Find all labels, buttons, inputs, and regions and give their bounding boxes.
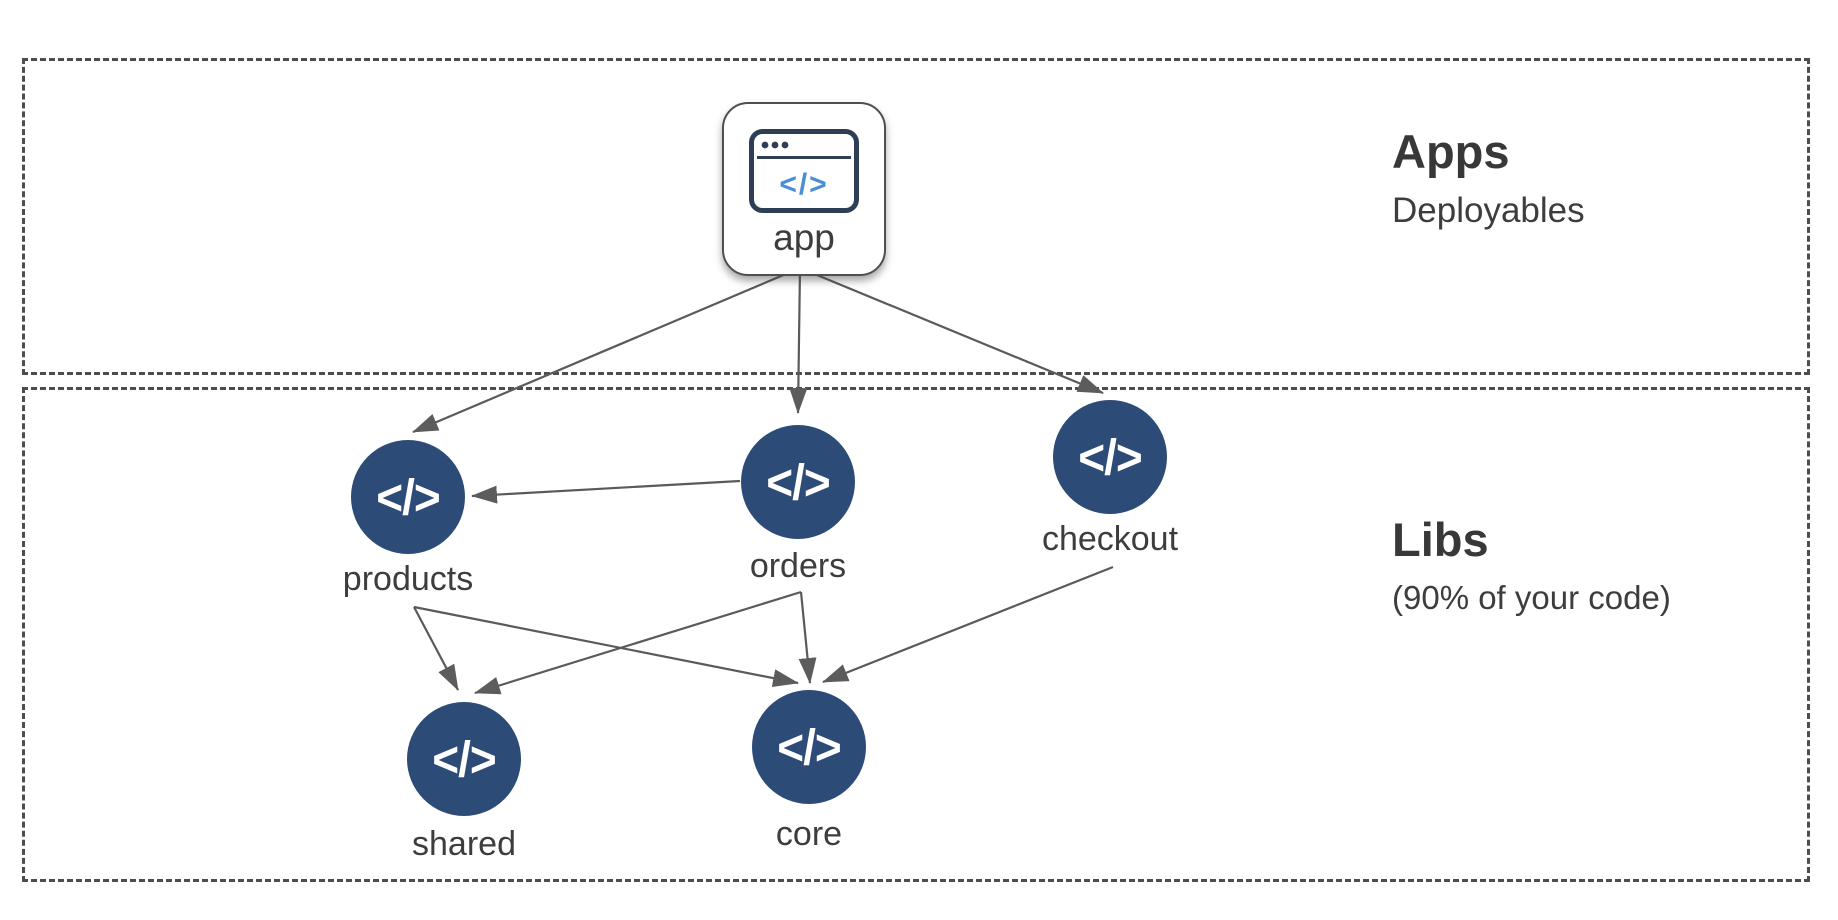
code-icon: </> bbox=[1078, 428, 1143, 486]
code-icon: </> bbox=[779, 168, 828, 201]
browser-window-icon: </> bbox=[749, 129, 859, 213]
libs-section-box bbox=[22, 387, 1810, 882]
code-icon: </> bbox=[432, 730, 497, 788]
libs-section-subtitle: (90% of your code) bbox=[1392, 579, 1671, 616]
code-icon: </> bbox=[376, 468, 441, 526]
node-app: </> app bbox=[722, 102, 886, 276]
code-icon: </> bbox=[766, 453, 831, 511]
node-app-label: app bbox=[773, 217, 835, 258]
node-orders: </> bbox=[741, 425, 855, 539]
node-checkout-label: checkout bbox=[1041, 520, 1179, 558]
code-icon: </> bbox=[777, 718, 842, 776]
apps-section-subtitle: Deployables bbox=[1392, 191, 1585, 230]
node-core: </> bbox=[752, 690, 866, 804]
node-core-label: core bbox=[775, 815, 843, 853]
node-products-label: products bbox=[342, 560, 474, 598]
node-checkout: </> bbox=[1053, 400, 1167, 514]
apps-section-title: Apps bbox=[1392, 125, 1510, 178]
libs-section-title: Libs bbox=[1392, 513, 1489, 566]
node-shared-label: shared bbox=[412, 825, 516, 863]
node-products: </> bbox=[351, 440, 465, 554]
node-shared: </> bbox=[407, 702, 521, 816]
node-orders-label: orders bbox=[749, 547, 847, 585]
